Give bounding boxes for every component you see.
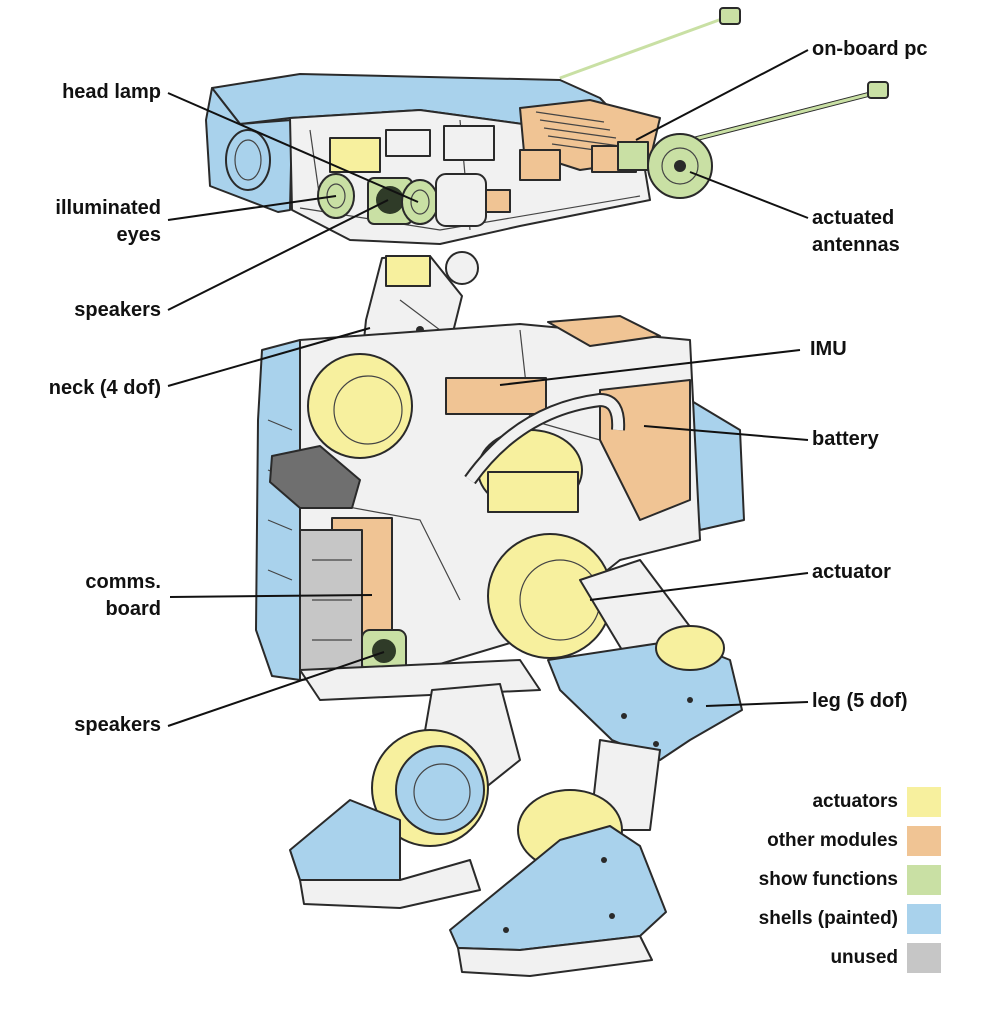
label-speakers-body: speakers — [74, 714, 161, 736]
leader-battery — [643, 425, 809, 441]
label-illuminated-eyes-line2: eyes — [116, 224, 162, 246]
label-imu: IMU — [810, 338, 847, 360]
label-speakers-head: speakers — [74, 299, 161, 321]
label-leg: leg (5 dof) — [812, 690, 908, 712]
legend-swatch-other-modules — [907, 826, 941, 856]
leader-speakers-body — [167, 651, 385, 727]
legend-swatch-show-functions — [907, 865, 941, 895]
legend-item-unused: unused — [830, 943, 941, 973]
antenna-tip-right — [867, 81, 889, 99]
leader-antennas — [689, 171, 809, 219]
legend-label: shells (painted) — [758, 908, 898, 929]
leader-neck — [167, 327, 371, 387]
torso-assembly — [255, 315, 745, 701]
legend-label: unused — [830, 947, 898, 968]
connector-box — [269, 445, 361, 509]
torso-shell-left — [255, 339, 301, 681]
label-onboard-pc: on-board pc — [812, 38, 928, 60]
label-comms-line1: comms. — [85, 571, 161, 593]
legend-item-shells: shells (painted) — [759, 904, 941, 934]
knee-actuator-left-cap — [395, 745, 485, 835]
foot-right-base — [457, 935, 653, 977]
label-head-lamp: head lamp — [62, 81, 161, 103]
label-neck: neck (4 dof) — [48, 377, 161, 399]
foot-right-shell — [449, 825, 667, 951]
leader-comms — [169, 594, 373, 598]
legend-label: actuators — [812, 791, 898, 812]
battery-top — [547, 315, 661, 347]
legend-item-show-functions: show functions — [759, 865, 941, 895]
legend-label: show functions — [758, 869, 898, 890]
leader-lines — [167, 49, 809, 727]
leader-leg — [705, 701, 809, 707]
torso-actuator-top — [307, 353, 413, 459]
leader-eyes — [167, 195, 337, 221]
leader-actuator — [589, 572, 809, 601]
label-illuminated-eyes-line1: illuminated — [55, 197, 161, 219]
leader-speakers-head — [167, 199, 389, 311]
illuminated-eye-right — [401, 179, 439, 225]
label-actuator: actuator — [812, 561, 891, 583]
knee-actuator-right — [655, 625, 725, 671]
leader-head-lamp — [167, 92, 419, 203]
foot-left-shell — [289, 799, 401, 881]
antenna-tip-left — [719, 7, 741, 25]
legend-swatch-shells — [907, 904, 941, 934]
legend-item-actuators: actuators — [812, 787, 941, 817]
imu-module — [445, 377, 547, 415]
leader-imu — [499, 349, 801, 386]
legend-label: other modules — [767, 830, 898, 851]
label-antennas-line1: actuated — [812, 207, 895, 229]
legend-item-other-modules: other modules — [767, 826, 941, 856]
label-comms-line2: board — [105, 598, 161, 620]
neck-actuator — [385, 255, 431, 287]
foot-left-base — [299, 859, 481, 909]
label-battery: battery — [812, 428, 879, 450]
head-lamp-lens — [225, 129, 271, 191]
leg-assembly — [289, 533, 743, 977]
leader-onboard-pc — [635, 49, 809, 141]
label-antennas-line2: antennas — [812, 234, 900, 256]
head-module-1 — [329, 137, 381, 173]
legend-swatch-actuators — [907, 787, 941, 817]
legend-swatch-unused — [907, 943, 941, 973]
